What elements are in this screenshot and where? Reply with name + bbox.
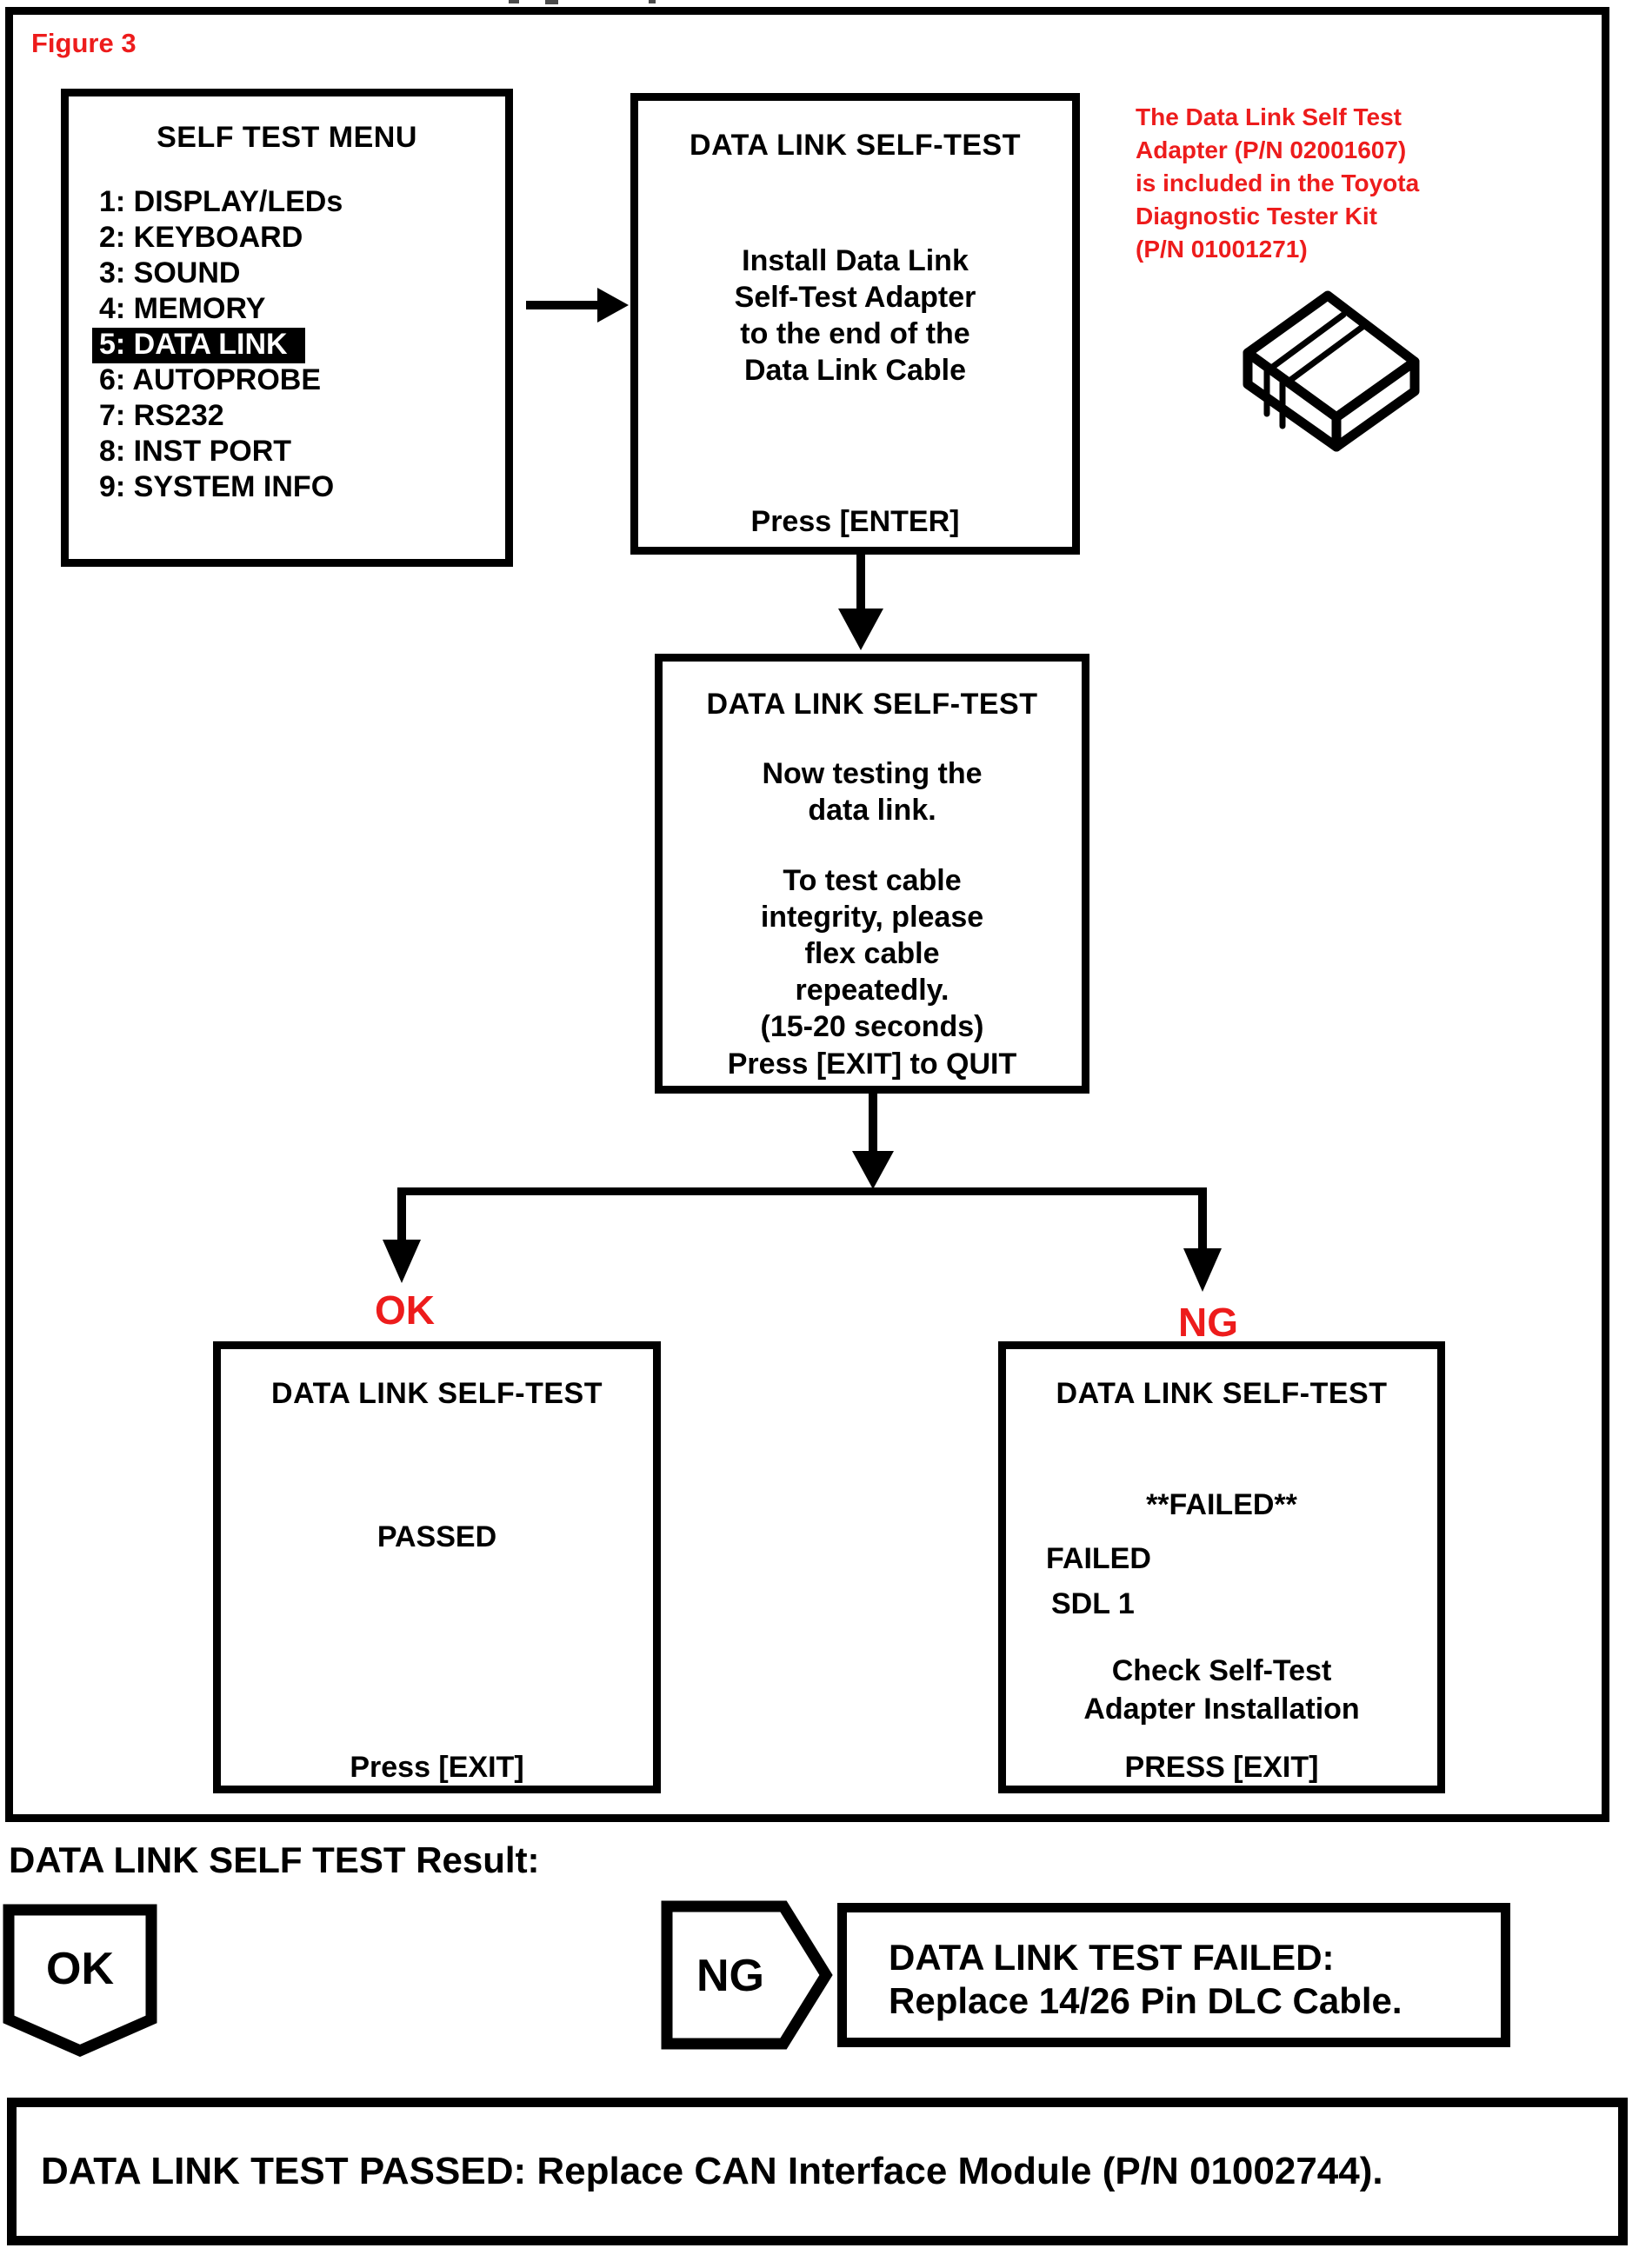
testing-box-status: Now testing the data link. [762, 757, 983, 827]
self-test-menu-box: SELF TEST MENU 1: DISPLAY/LEDs 2: KEYBOA… [61, 89, 513, 567]
menu-item-9: 9: SYSTEM INFO [99, 470, 335, 503]
passed-box-status: PASSED [376, 1520, 497, 1553]
install-box-title: DATA LINK SELF-TEST [690, 129, 1021, 162]
failed-box-action: PRESS [EXIT] [1124, 1751, 1319, 1784]
install-box-instructions: Install Data Link Self-Test Adapter to t… [734, 244, 976, 387]
testing-box: DATA LINK SELF-TEST Now testing the data… [655, 654, 1089, 1094]
menu-item-5-highlight: 5: DATA LINK [92, 328, 305, 363]
ng-result-line-2: Replace 14/26 Pin DLC Cable. [889, 1980, 1402, 2021]
ng-result-line-1: DATA LINK TEST FAILED: [889, 1937, 1335, 1978]
menu-item-6: 6: AUTOPROBE [99, 363, 322, 396]
ng-badge-label: NG [696, 1951, 764, 2001]
ng-branch-arrowhead [1183, 1248, 1222, 1292]
failed-box-check-instructions: Check Self-Test Adapter Installation [1083, 1654, 1360, 1726]
menu-item-5-selected: 5: DATA LINK [92, 328, 343, 363]
ok-result-badge: OK [3, 1904, 161, 2057]
menu-item-8: 8: INST PORT [99, 435, 292, 468]
failed-box-detail-2: SDL 1 [1051, 1587, 1135, 1620]
adapter-note: The Data Link Self Test Adapter (P/N 020… [1136, 103, 1420, 263]
menu-item-2: 2: KEYBOARD [99, 221, 303, 254]
ok-branch-label: OK [375, 1287, 435, 1333]
self-test-adapter-3d-icon [1213, 285, 1420, 452]
branch-horizontal-line [397, 1187, 1207, 1195]
menu-item-4: 4: MEMORY [99, 292, 266, 325]
ng-branch-label: NG [1178, 1300, 1238, 1345]
menu-item-list: 1: DISPLAY/LEDs 2: KEYBOARD 3: SOUND 4: … [92, 185, 343, 506]
install-adapter-box: DATA LINK SELF-TEST Install Data Link Se… [630, 93, 1080, 555]
result-heading: DATA LINK SELF TEST Result: [9, 1839, 540, 1880]
menu-item-3: 3: SOUND [99, 256, 241, 289]
ok-result-text: DATA LINK TEST PASSED: Replace CAN Inter… [41, 2150, 1383, 2192]
ng-result-badge: NG [661, 1900, 833, 2050]
menu-item-1: 1: DISPLAY/LEDs [99, 185, 343, 218]
ng-result-box: DATA LINK TEST FAILED: Replace 14/26 Pin… [837, 1903, 1510, 2047]
testing-box-action: Press [EXIT] to QUIT [727, 1048, 1017, 1081]
ok-badge-label: OK [46, 1944, 114, 1994]
passed-box: DATA LINK SELF-TEST PASSED Press [EXIT] [213, 1341, 661, 1793]
ok-result-box: DATA LINK TEST PASSED: Replace CAN Inter… [7, 2098, 1628, 2245]
passed-box-action: Press [EXIT] [350, 1751, 524, 1784]
failed-box: DATA LINK SELF-TEST **FAILED** FAILED SD… [998, 1341, 1445, 1793]
testing-box-title: DATA LINK SELF-TEST [706, 688, 1038, 721]
passed-box-title: DATA LINK SELF-TEST [271, 1377, 603, 1410]
failed-box-status: **FAILED** [1146, 1488, 1297, 1521]
ok-branch-arrowhead [383, 1240, 421, 1283]
failed-box-title: DATA LINK SELF-TEST [1056, 1377, 1388, 1410]
install-box-action: Press [ENTER] [750, 505, 960, 538]
failed-box-detail-1: FAILED [1046, 1542, 1151, 1575]
menu-item-7: 7: RS232 [99, 399, 224, 432]
figure-frame [5, 7, 1609, 1822]
figure-label: Figure 3 [31, 28, 137, 58]
menu-box-title: SELF TEST MENU [157, 121, 417, 154]
testing-box-instructions: To test cable integrity, please flex cab… [760, 864, 984, 1043]
